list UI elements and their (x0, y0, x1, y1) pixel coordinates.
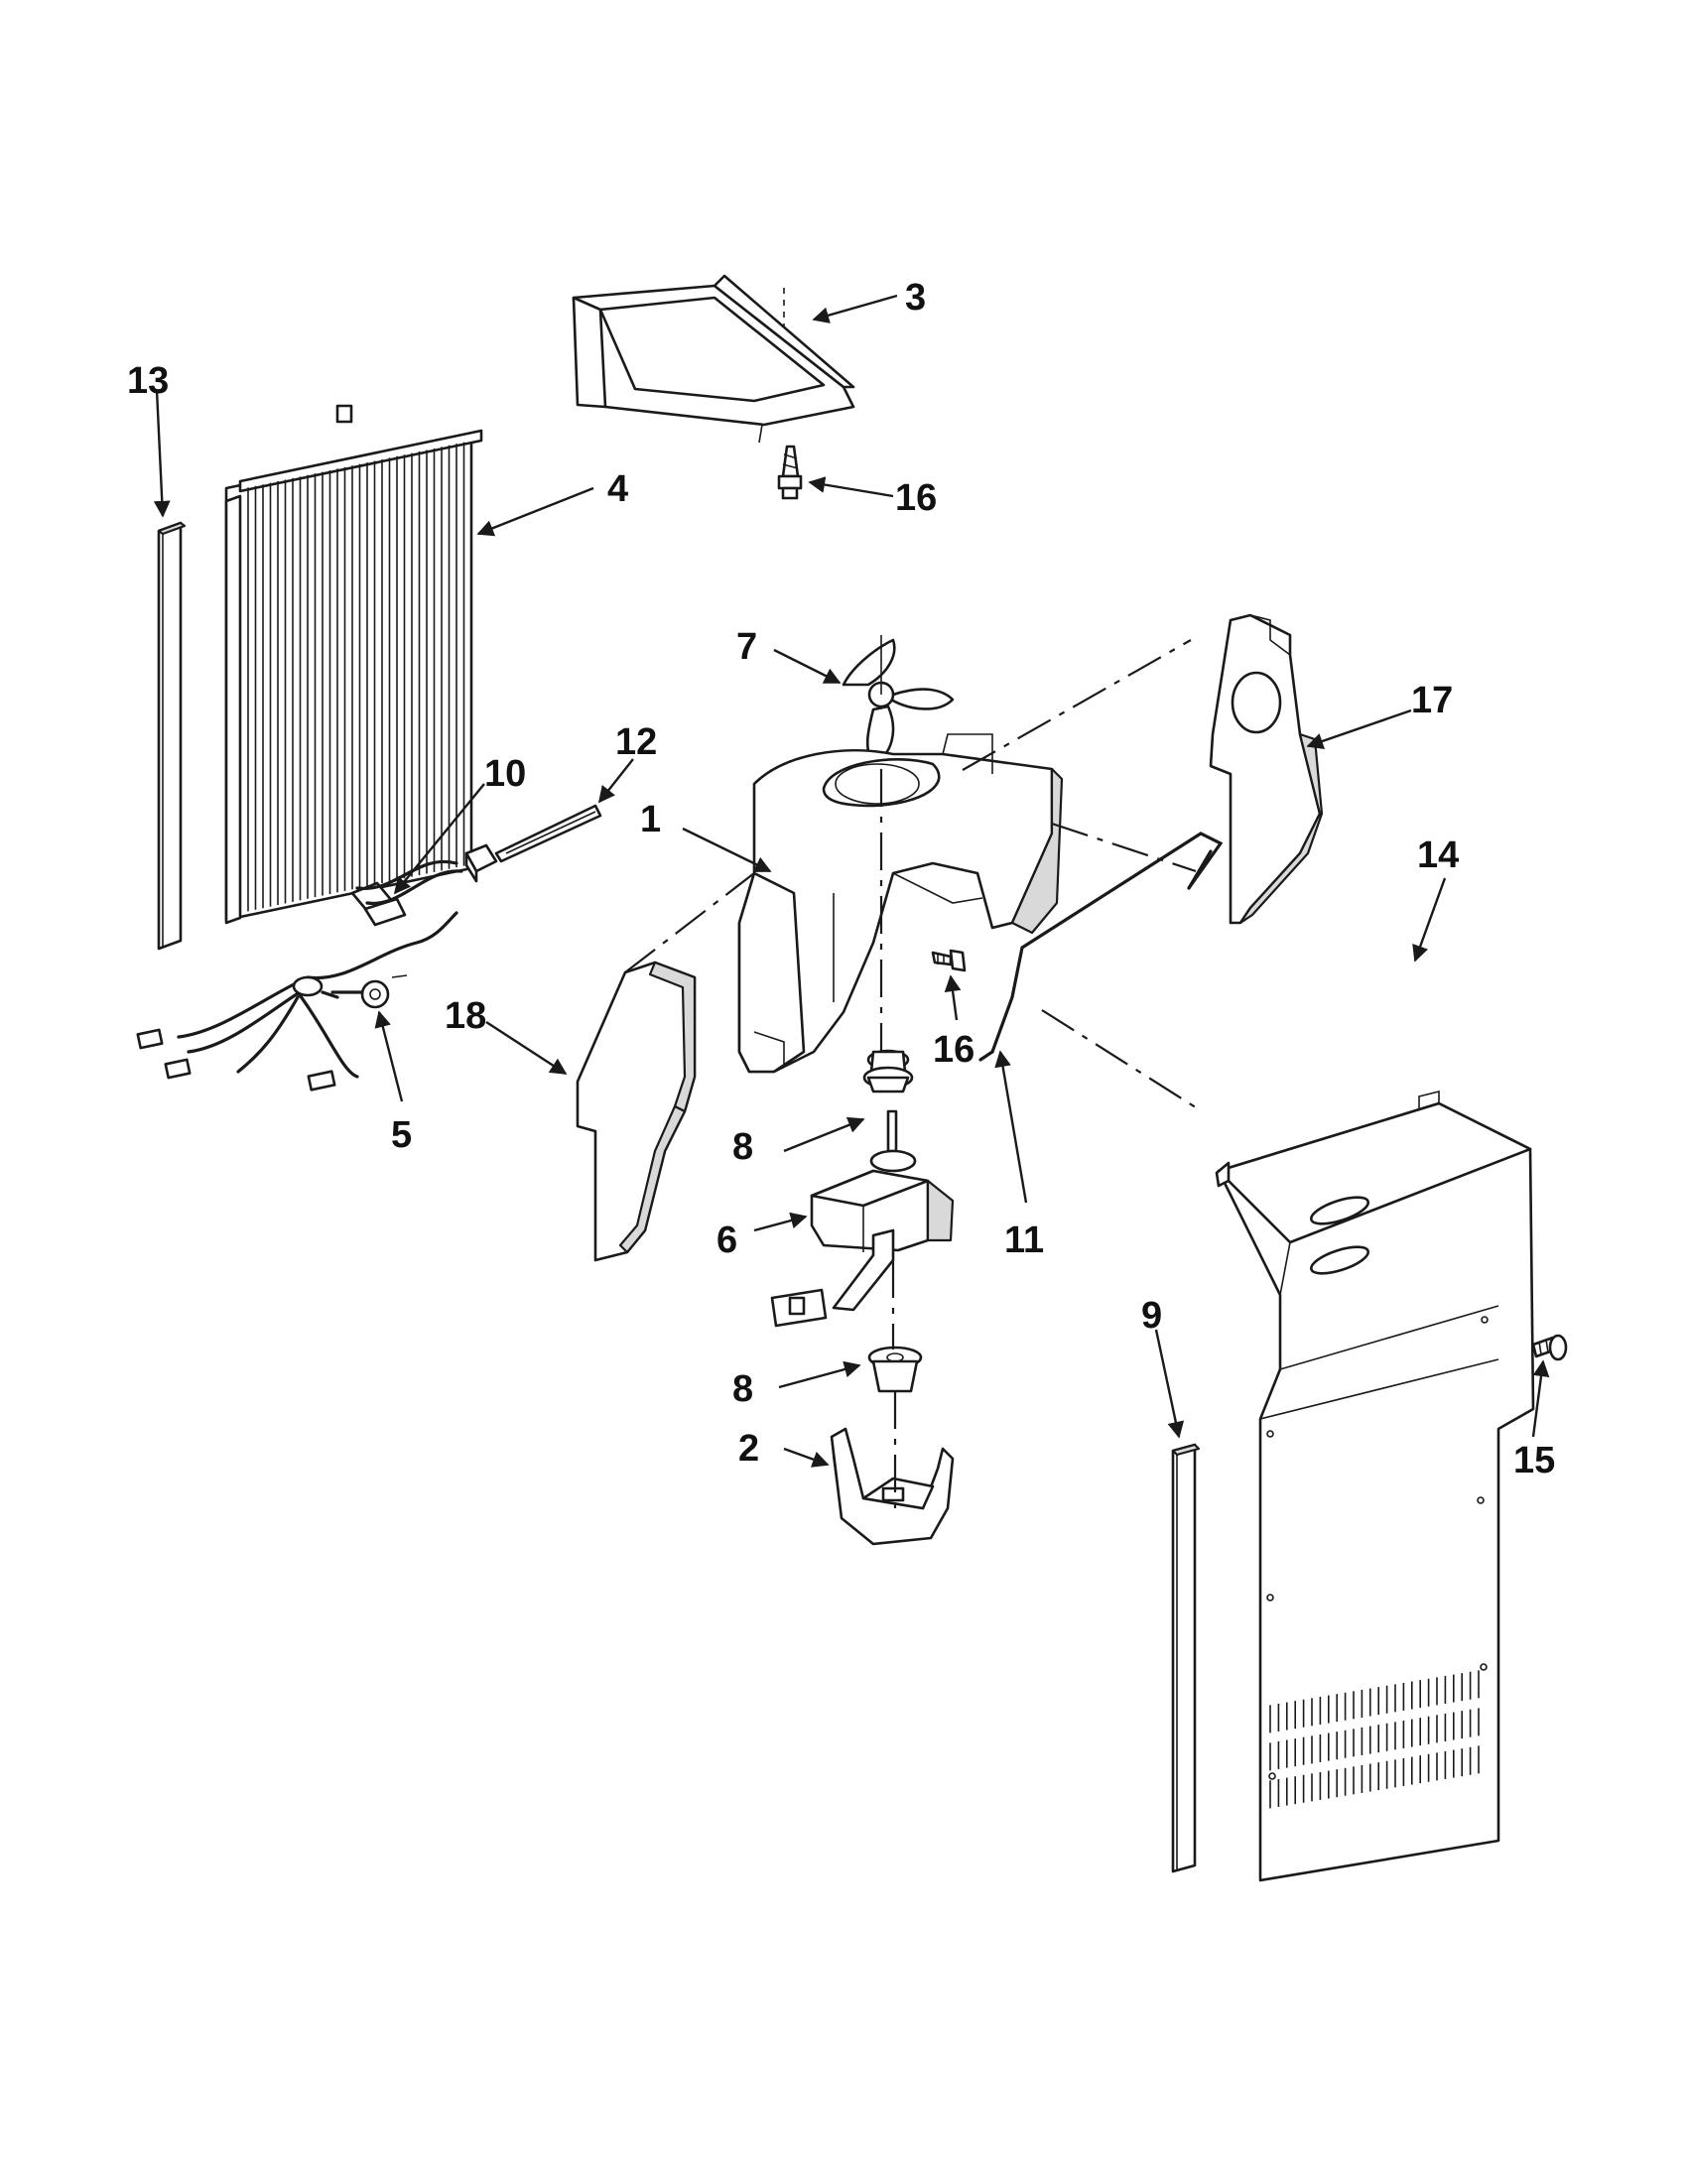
callout-5: 5 (391, 1114, 412, 1156)
part-5-sensor (330, 974, 408, 1009)
part-8-grommet-upper (862, 1049, 914, 1093)
leader-lines (153, 294, 1550, 1468)
callout-14: 14 (1417, 835, 1459, 876)
callout-9: 9 (1141, 1295, 1162, 1337)
callout-16-top: 16 (895, 477, 937, 519)
part-14-rear-panel (1215, 1090, 1535, 1882)
callout-17: 17 (1411, 680, 1453, 721)
callout-8-lower: 8 (732, 1368, 753, 1410)
part-15-screw-right (1531, 1334, 1568, 1361)
callout-16-middle: 16 (933, 1029, 974, 1071)
callout-11: 11 (1004, 1220, 1044, 1261)
callout-6: 6 (716, 1220, 737, 1261)
part-1-fan-housing (737, 733, 1064, 1074)
callout-1: 1 (640, 799, 661, 840)
part-6-fan-motor (770, 1109, 955, 1328)
callout-13: 13 (127, 360, 169, 402)
assembly-lines (624, 639, 1200, 1508)
callout-2: 2 (738, 1428, 759, 1470)
callout-18: 18 (445, 995, 486, 1037)
part-18-left-baffle (576, 961, 697, 1262)
callout-7: 7 (736, 626, 757, 668)
part-3-air-duct-tray (572, 274, 855, 444)
part-9-gasket-strip-right (1171, 1443, 1201, 1873)
part-10-wire-harness (136, 859, 463, 1092)
callout-8-upper: 8 (732, 1126, 753, 1168)
part-8-grommet-lower (867, 1346, 923, 1393)
callout-numbers: 13 4 3 16 7 10 12 1 17 14 18 5 16 8 6 11… (127, 277, 1555, 1481)
part-4-evaporator-cover (224, 404, 483, 925)
callout-15: 15 (1513, 1440, 1555, 1481)
part-16-screw-middle (931, 949, 967, 972)
part-2-motor-bracket (830, 1427, 955, 1546)
part-12-cable-tie (464, 804, 602, 883)
part-13-gasket-strip-left (157, 521, 187, 951)
part-7-fan-blade (842, 635, 955, 766)
part-16-screw-top (777, 445, 803, 500)
callout-12: 12 (615, 721, 657, 763)
callout-3: 3 (905, 277, 926, 319)
part-17-right-baffle (1209, 613, 1324, 925)
callout-10: 10 (484, 753, 526, 795)
part-11-wire-bracket (978, 832, 1224, 1062)
callout-4: 4 (607, 468, 628, 510)
